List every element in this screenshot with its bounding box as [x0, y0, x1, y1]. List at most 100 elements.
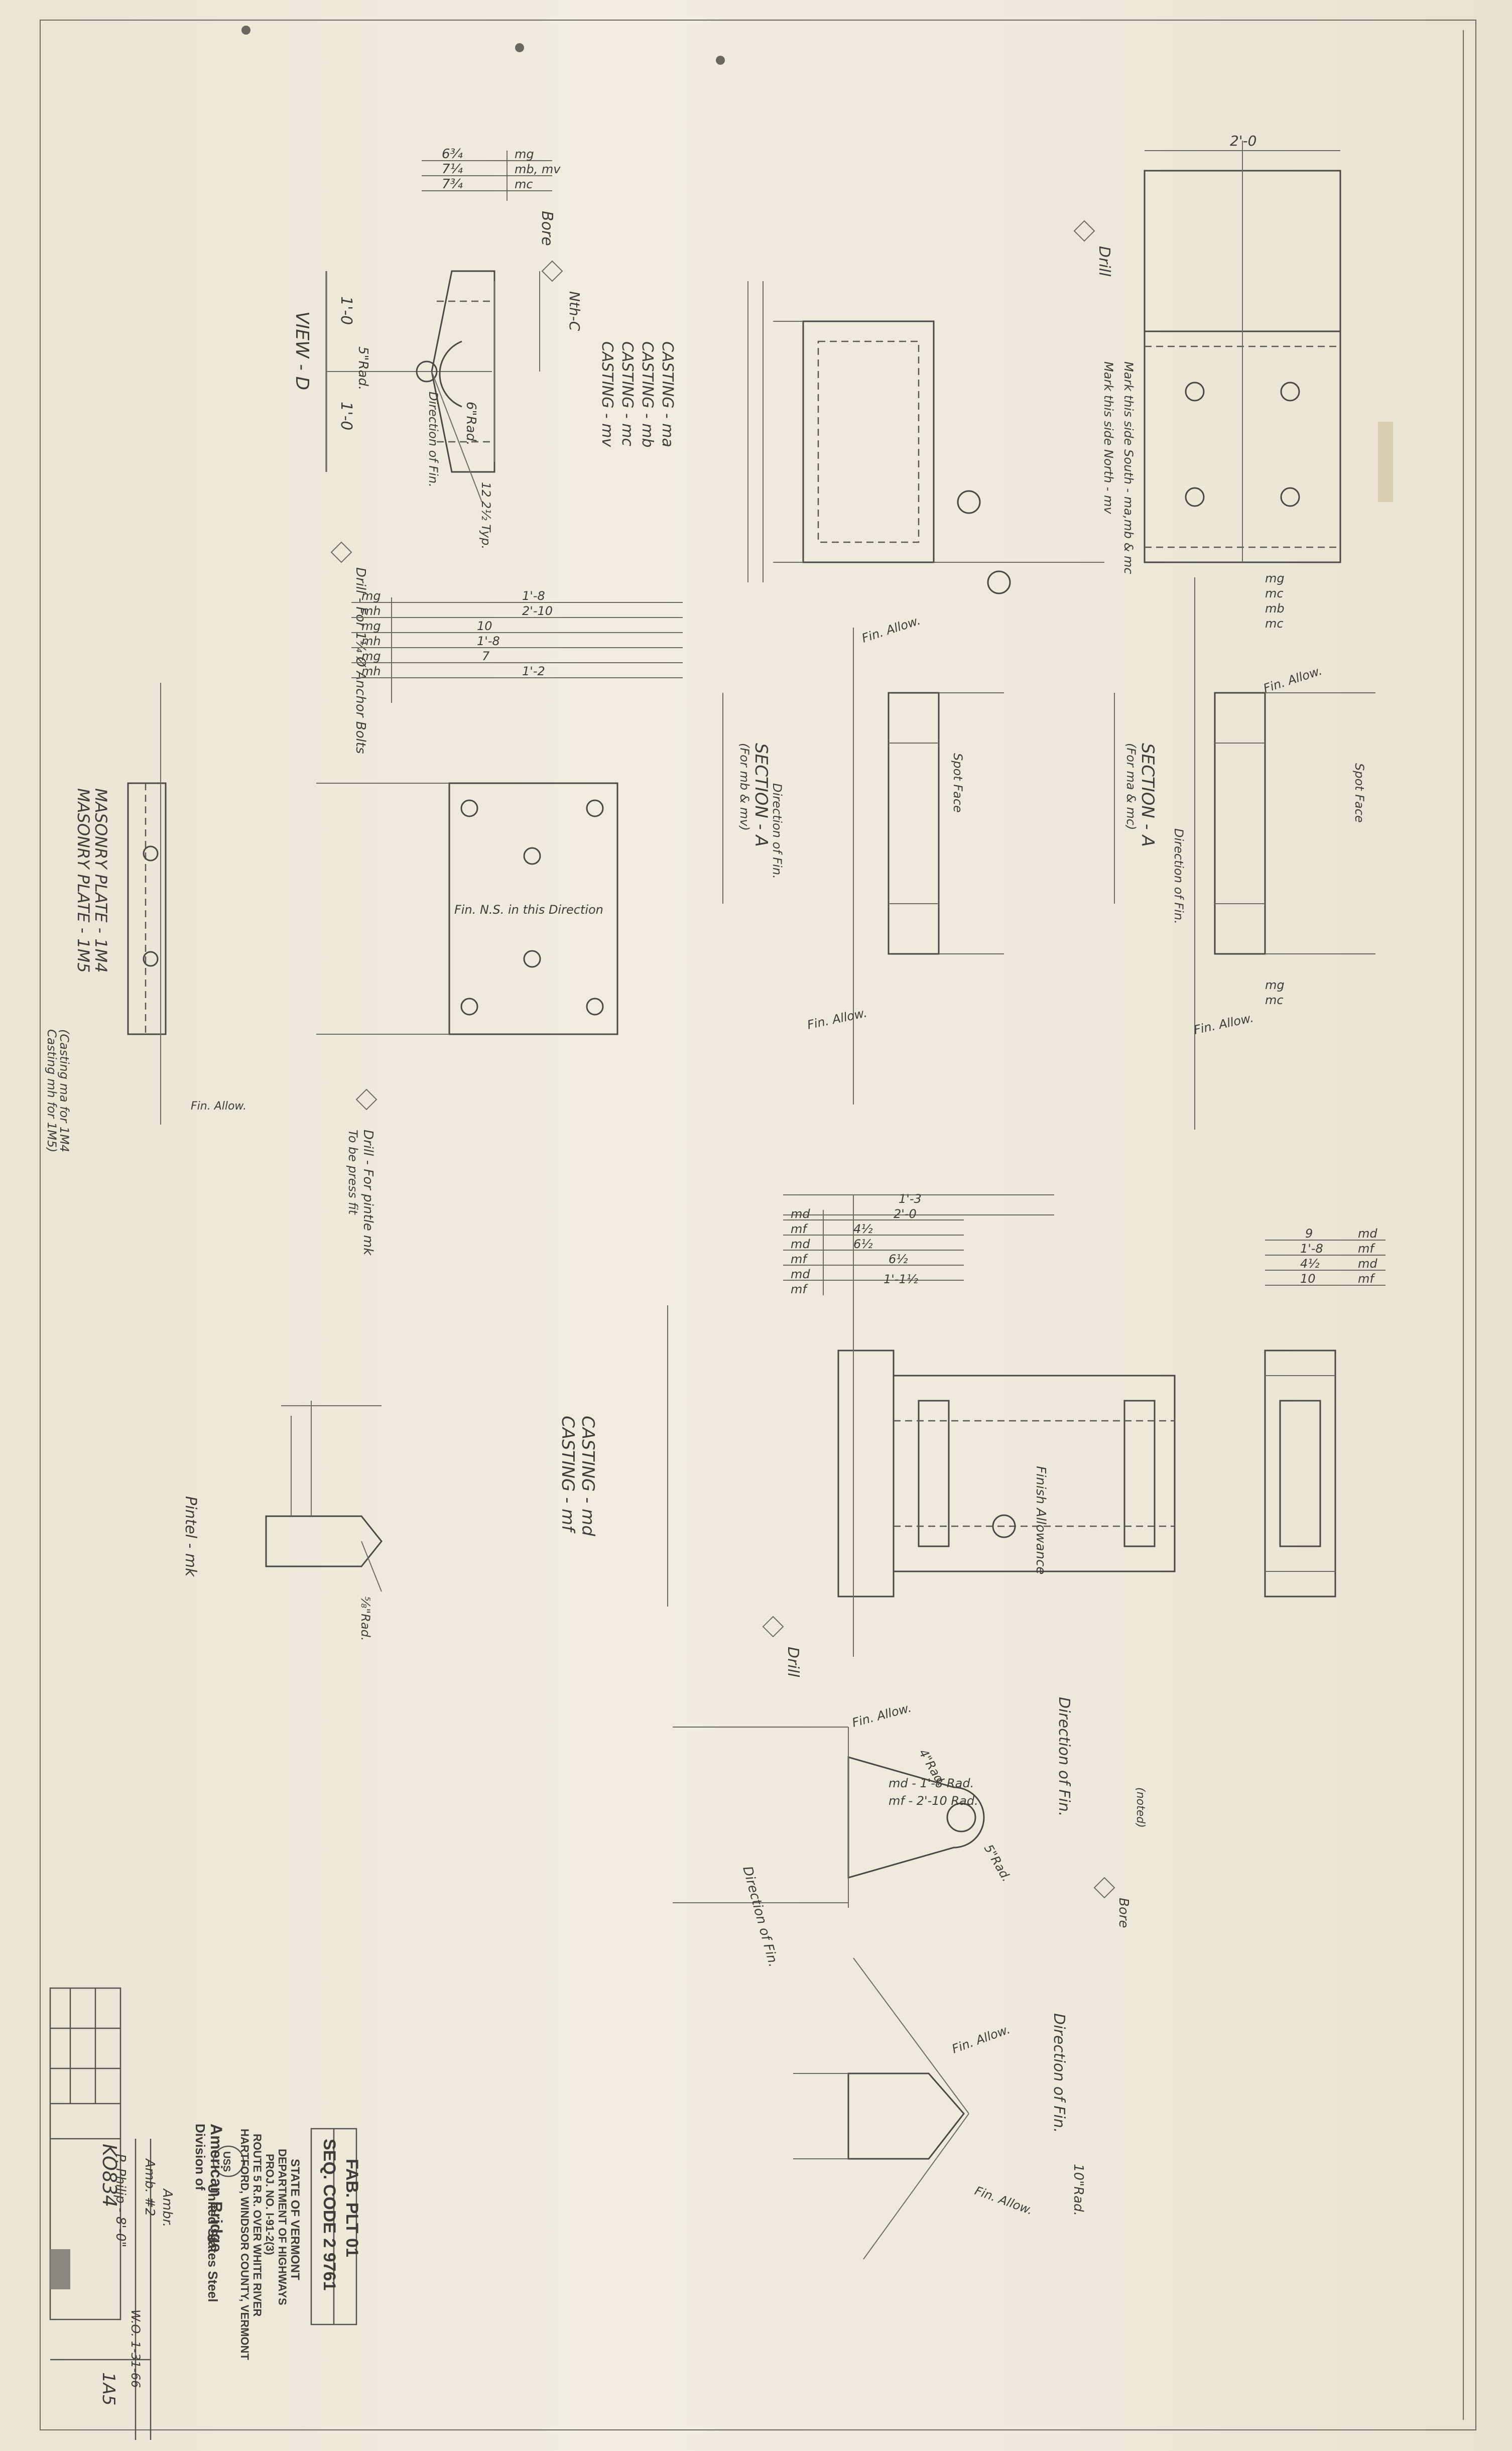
direction-label: Direction of Fin. [739, 1865, 781, 1969]
punch-hole [241, 26, 250, 35]
fin-allow: Fin. Allow. [973, 2183, 1035, 2218]
title-block [49, 1987, 357, 2440]
dim-val: 4½ [1300, 1257, 1320, 1271]
sheet-number: KO834 [98, 2144, 120, 2207]
dim-val: 7 [482, 649, 490, 663]
dim-mark: mg [515, 147, 534, 161]
drill-pintle-2: To be press fit [346, 1130, 360, 1215]
bore-label: Bore [1116, 1898, 1131, 1928]
drill-symbol [762, 1616, 784, 1638]
bore-label: Bore [538, 211, 556, 246]
dim-val: 10 [477, 619, 492, 633]
section-a-right [1114, 577, 1375, 1130]
dim-val: 7¾ [442, 177, 463, 192]
masonry-title: MASONRY PLATE - 1M5 [74, 788, 93, 973]
fin-allow: Fin. Allow. [860, 614, 922, 646]
dept: DEPARTMENT OF HIGHWAYS [276, 2149, 289, 2305]
masonry-plate [127, 683, 167, 1125]
proj: PROJ. NO. I-91-2(3) [264, 2154, 276, 2255]
dim-mark: mg [361, 649, 381, 663]
fin-allow: Fin. Allow. [1262, 664, 1324, 696]
fin-allow: Fin. Allow. [850, 1700, 913, 1730]
casting-note: (Casting ma for 1M4 [57, 1029, 71, 1152]
dim-mark: mc [1265, 993, 1284, 1007]
fin-allow: Fin. Allow. [806, 1006, 868, 1032]
division: Division of [193, 2124, 208, 2190]
top-elevation [1144, 141, 1341, 563]
top-dim-table [422, 151, 552, 201]
rad-label: 10"Rad. [1071, 2164, 1086, 2216]
mark-north: Mark this side North - mv [1101, 361, 1115, 514]
checked-by: Amb. #2 [142, 2158, 157, 2216]
casting-label: CASTING - ma [659, 341, 676, 447]
dim-mark: mh [361, 604, 381, 618]
dim-val: 1'-8 [1300, 1242, 1323, 1256]
dim-val: 6½ [853, 1237, 873, 1251]
dim-mark: mc [1265, 586, 1284, 600]
dim-text: 2'-0 [1230, 133, 1256, 149]
nth-c-label: Nth-C [566, 291, 583, 331]
dim-mark: mf [791, 1222, 808, 1236]
dim-mark: mc [515, 177, 533, 191]
dim-mark: mh [361, 664, 381, 678]
direction-label: Direction of Fin. [770, 783, 784, 879]
seq-code: SEQ. CODE 2 9761 [320, 2139, 339, 2290]
state: STATE OF VERMONT [288, 2159, 302, 2280]
dim-val: 6¾ [442, 147, 463, 162]
spot-face: Spot Face [951, 753, 965, 813]
dim-val: 2'-0 [894, 1207, 917, 1221]
section-sub: (For mb & mv) [737, 743, 751, 831]
center-elevation [747, 281, 1104, 594]
direction-label: Direction of Fin. [1055, 1697, 1073, 1816]
dim-mark: md [791, 1237, 810, 1251]
dim-mark: mf [791, 1252, 808, 1266]
dim-mark: md [1358, 1257, 1377, 1271]
drill-pintle: Drill - For pintle mk [360, 1130, 375, 1256]
dim-val: 4½ [853, 1222, 873, 1236]
casting-md: CASTING - md [578, 1416, 598, 1536]
dim-val: 7¼ [442, 162, 463, 177]
anchor-dim-table [351, 597, 683, 703]
mark-south: Mark this side South - ma,mb & mc [1121, 361, 1136, 574]
dim-val: 1'-3 [899, 1192, 922, 1206]
md-dim-table [783, 1210, 964, 1295]
rad-label: 5"Rad. [355, 346, 370, 390]
fab-plant: FAB. PLT 01 [342, 2159, 361, 2257]
punch-hole [716, 56, 725, 65]
dim-val: 9 [1305, 1227, 1313, 1241]
casting-label: CASTING - mb [639, 341, 656, 448]
location: HARTFORD, WINDSOR COUNTY, VERMONT [238, 2129, 251, 2360]
direction-label: Direction of Fin. [1050, 2013, 1068, 2133]
punch-hole [515, 43, 524, 52]
rad-md: md - 1'-8 Rad. [889, 1776, 974, 1790]
lower-elevation [667, 1194, 1176, 1657]
dim-mark: mc [1265, 617, 1284, 631]
dim-val: 2'-10 [522, 604, 553, 618]
casting-note: Casting mh for 1M5) [45, 1029, 59, 1153]
route: ROUTE 5 R.R. OVER WHITE RIVER [251, 2134, 264, 2316]
dim-mark: mh [361, 634, 381, 648]
drill-label: Drill [784, 1647, 802, 1677]
company-name: American Bridge [207, 2124, 225, 2252]
fin-allow: Fin. Allow. [950, 2022, 1012, 2056]
drill-symbol [355, 1088, 377, 1111]
signed-by: P. Philip - 8'-0" [113, 2154, 128, 2247]
typ-label: 12 2½ Typ. [479, 482, 493, 549]
drill-symbol [330, 541, 352, 563]
rad-label: 5"Rad. [981, 1842, 1014, 1884]
finish-allowance: Finish Allowance [1033, 1466, 1048, 1574]
rad-label: 6"Rad. [463, 402, 478, 445]
rad-label: ⅝"Rad. [358, 1597, 372, 1641]
dim-text: 1'-0 [337, 402, 355, 430]
drill-label: Drill [1095, 246, 1113, 277]
direction-label: Direction of Fin. [1172, 828, 1186, 924]
uss-name: United States Steel [205, 2184, 220, 2302]
dim-mark: mb [1265, 601, 1285, 616]
dim-mark: md [791, 1207, 810, 1221]
spot-face: Spot Face [1352, 763, 1366, 823]
casting-label: CASTING - mc [618, 341, 636, 446]
dim-mark: mf [1358, 1242, 1375, 1256]
dim-val: 1'-8 [477, 634, 500, 648]
uss-logo: USS [221, 2151, 232, 2172]
